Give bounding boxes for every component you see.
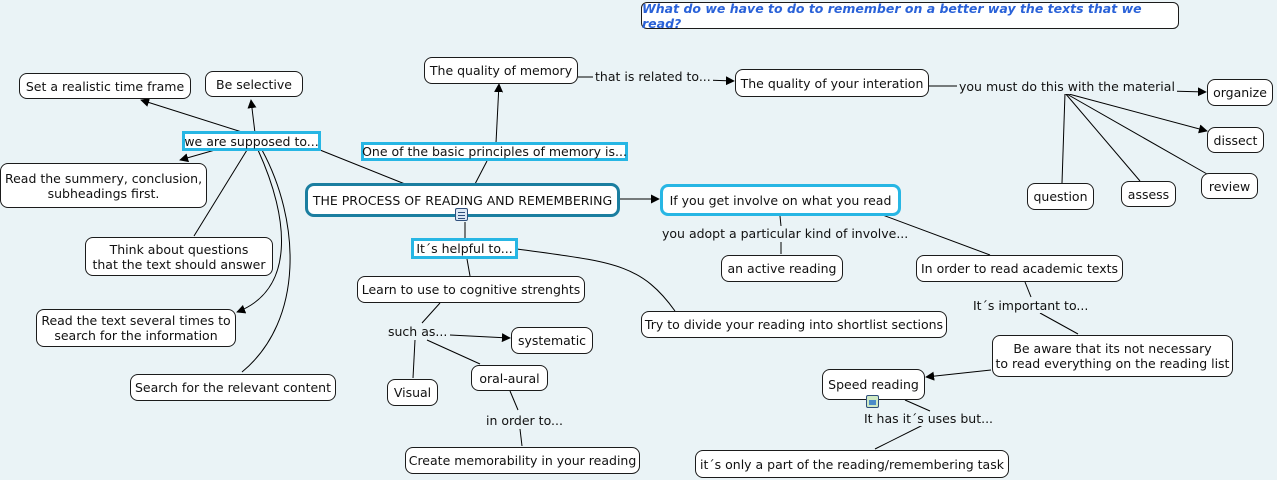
node-think-questions[interactable]: Think about questions that the text shou…	[85, 237, 273, 276]
be-aware-line-2: to read everything on the reading list	[995, 356, 1230, 371]
node-helpful-to[interactable]: It´s helpful to...	[411, 238, 518, 259]
link-in-order-to: in order to...	[484, 413, 565, 428]
node-quality-memory[interactable]: The quality of memory	[424, 57, 578, 84]
node-academic-texts[interactable]: In order to read academic texts	[916, 255, 1123, 282]
read-several-line-2: search for the information	[54, 328, 218, 343]
node-get-involve[interactable]: If you get involve on what you read	[660, 184, 901, 216]
node-memorability[interactable]: Create memorability in your reading	[405, 447, 640, 474]
think-questions-line-2: that the text should answer	[92, 256, 266, 272]
link-important-to: It´s important to...	[971, 298, 1091, 313]
node-basic-principles[interactable]: One of the basic principles of memory is…	[361, 142, 628, 161]
node-oral-aural[interactable]: oral-aural	[471, 365, 548, 391]
node-visual[interactable]: Visual	[387, 379, 438, 406]
node-quality-interation[interactable]: The quality of your interation	[735, 69, 929, 97]
node-search-relevant[interactable]: Search for the relevant content	[130, 374, 336, 401]
node-dissect[interactable]: dissect	[1207, 127, 1264, 153]
link-must-do: you must do this with the material	[957, 79, 1177, 94]
node-read-summery[interactable]: Read the summery, conclusion, subheading…	[0, 163, 207, 208]
node-organize[interactable]: organize	[1207, 79, 1273, 106]
note-icon[interactable]	[455, 208, 468, 221]
link-adopt: you adopt a particular kind of involve..…	[660, 226, 911, 241]
read-summery-line-1: Read the summery, conclusion,	[4, 170, 203, 186]
image-icon[interactable]	[866, 395, 879, 408]
node-active-reading[interactable]: an active reading	[721, 255, 843, 282]
link-related-to: that is related to...	[593, 69, 713, 84]
node-question[interactable]: question	[1027, 183, 1094, 210]
node-systematic[interactable]: systematic	[511, 327, 593, 354]
central-question: What do we have to do to remember on a b…	[641, 1, 1179, 31]
node-cognitive[interactable]: Learn to use to cognitive strenghts	[357, 276, 585, 303]
link-such-as: such as...	[386, 324, 450, 339]
node-read-several[interactable]: Read the text several times to search fo…	[36, 309, 236, 347]
node-set-time-frame[interactable]: Set a realistic time frame	[19, 73, 191, 99]
node-review[interactable]: review	[1201, 173, 1258, 199]
be-aware-line-1: Be aware that its not necessary	[1013, 341, 1212, 356]
node-supposed-to[interactable]: we are supposed to...	[182, 131, 321, 151]
node-divide-reading[interactable]: Try to divide your reading into shortlis…	[641, 311, 947, 338]
read-summery-line-2: subheadings first.	[47, 185, 160, 201]
node-be-selective[interactable]: Be selective	[205, 71, 303, 97]
node-only-part[interactable]: it´s only a part of the reading/remember…	[695, 450, 1009, 478]
link-has-uses: It has it´s uses but...	[862, 411, 996, 426]
node-assess[interactable]: assess	[1121, 181, 1176, 207]
node-be-aware[interactable]: Be aware that its not necessary to read …	[992, 335, 1233, 377]
read-several-line-1: Read the text several times to	[41, 313, 231, 328]
think-questions-line-1: Think about questions	[109, 241, 249, 257]
